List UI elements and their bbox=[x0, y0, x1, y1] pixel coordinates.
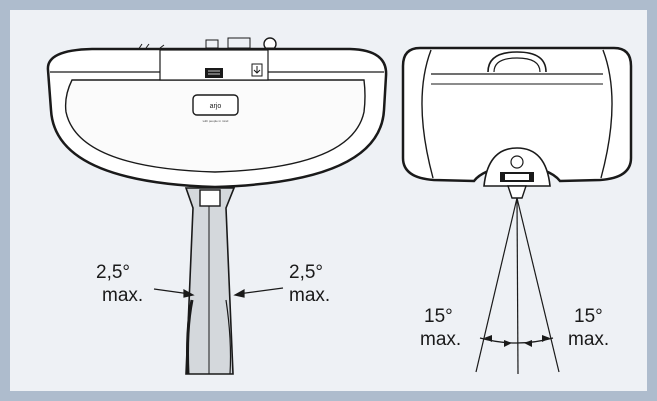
cable-right-angle: 15° bbox=[574, 306, 603, 327]
strap-left-max: max. bbox=[102, 285, 143, 306]
strap bbox=[184, 187, 236, 375]
strap-right-max: max. bbox=[289, 285, 330, 306]
cable-left-angle: 15° bbox=[424, 306, 453, 327]
strap-left-angle: 2,5° bbox=[96, 262, 130, 283]
cable-left-max: max. bbox=[420, 329, 461, 350]
housing-cover bbox=[64, 79, 366, 173]
switch-icon bbox=[205, 68, 223, 78]
logo-badge bbox=[192, 94, 239, 116]
lift-top-view: arjo with people in mind bbox=[46, 37, 388, 375]
strap-right-angle: 2,5° bbox=[289, 262, 323, 283]
lift-front-view bbox=[401, 46, 633, 199]
logo-tagline: with people in mind bbox=[203, 119, 229, 123]
cable-angle-arrows bbox=[484, 335, 550, 347]
front-housing bbox=[401, 46, 633, 183]
logo-text: arjo bbox=[210, 103, 222, 110]
cables bbox=[475, 197, 560, 375]
cable-right-max: max. bbox=[568, 329, 609, 350]
strap-angle-arrows bbox=[153, 287, 284, 298]
